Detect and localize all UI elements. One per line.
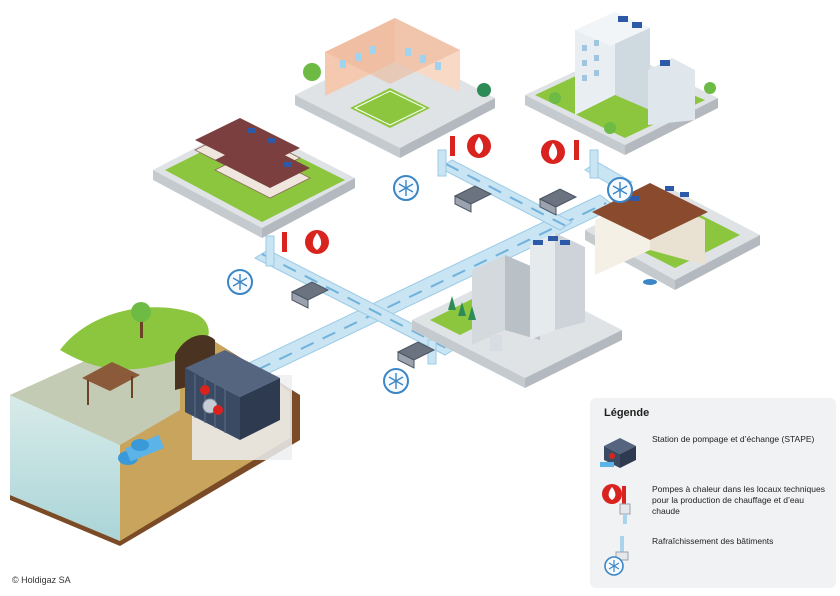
cooling-badges: [227, 175, 633, 394]
platform-hospital: [525, 12, 718, 155]
pumping-station: [185, 350, 280, 440]
pumping-station-icon: [600, 438, 636, 468]
legend-item-stape: Station de pompage et d’échange (STAPE): [600, 432, 832, 476]
legend-label-heat-pumps: Pompes à chaleur dans les locaux techniq…: [652, 484, 825, 516]
legend-title: Légende: [604, 407, 650, 419]
platform-houses: [153, 118, 355, 238]
cooling-snowflake-icon: [604, 536, 629, 576]
platform-manor: [585, 183, 760, 290]
pipe-network: [229, 149, 633, 385]
legend-panel: Légende Station de pompage et d’échange …: [590, 398, 836, 588]
heat-pump-badges: [282, 134, 579, 254]
platform-office: [412, 233, 622, 388]
legend-label-stape: Station de pompage et d’échange (STAPE): [652, 434, 815, 444]
copyright-text: © Holdigaz SA: [12, 575, 71, 585]
legend-label-cooling: Rafraîchissement des bâtiments: [652, 536, 774, 546]
legend-item-heat-pumps: Pompes à chaleur dans les locaux techniq…: [600, 482, 832, 526]
legend-item-cooling: Rafraîchissement des bâtiments: [600, 534, 832, 578]
pipe-exchangers: [290, 185, 578, 369]
heat-pump-flame-icon: [602, 484, 631, 524]
platform-school: [295, 18, 495, 158]
